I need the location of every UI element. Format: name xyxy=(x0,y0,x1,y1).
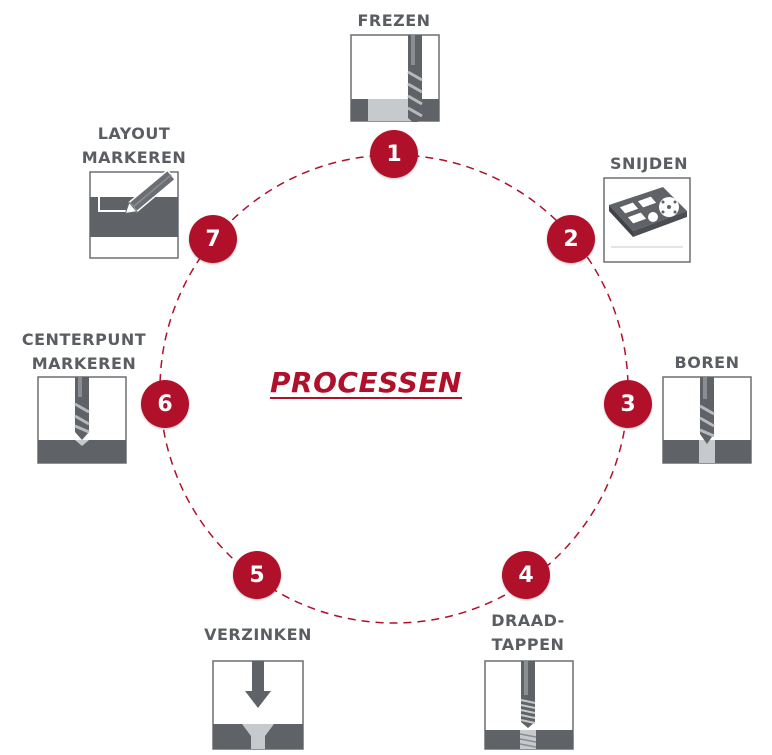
step-5-label: VERZINKEN xyxy=(204,625,312,644)
step-4-label: DRAAD- TAPPEN xyxy=(491,611,565,654)
step-3-label: BOREN xyxy=(674,353,740,372)
step-6-label: CENTERPUNT MARKEREN xyxy=(21,330,147,373)
step-2-badge: 2 xyxy=(547,215,595,263)
cutting-plate-icon xyxy=(603,177,691,263)
step-7-label: LAYOUT MARKEREN xyxy=(81,124,187,167)
center-punch-icon xyxy=(37,376,127,464)
step-1-badge: 1 xyxy=(370,130,418,178)
countersink-icon xyxy=(212,660,304,750)
milling-icon xyxy=(350,34,440,122)
step-4-badge: 4 xyxy=(502,551,550,599)
step-3-badge: 3 xyxy=(604,380,652,428)
step-7-badge: 7 xyxy=(189,215,237,263)
step-2-label: SNIJDEN xyxy=(610,154,688,173)
diagram-title: PROCESSEN xyxy=(270,366,462,399)
layout-marking-icon xyxy=(89,171,179,259)
step-6-badge: 6 xyxy=(141,380,189,428)
drilling-icon xyxy=(662,376,752,464)
step-1-label: FREZEN xyxy=(357,11,431,30)
step-5-badge: 5 xyxy=(233,551,281,599)
tapping-icon xyxy=(484,660,574,750)
